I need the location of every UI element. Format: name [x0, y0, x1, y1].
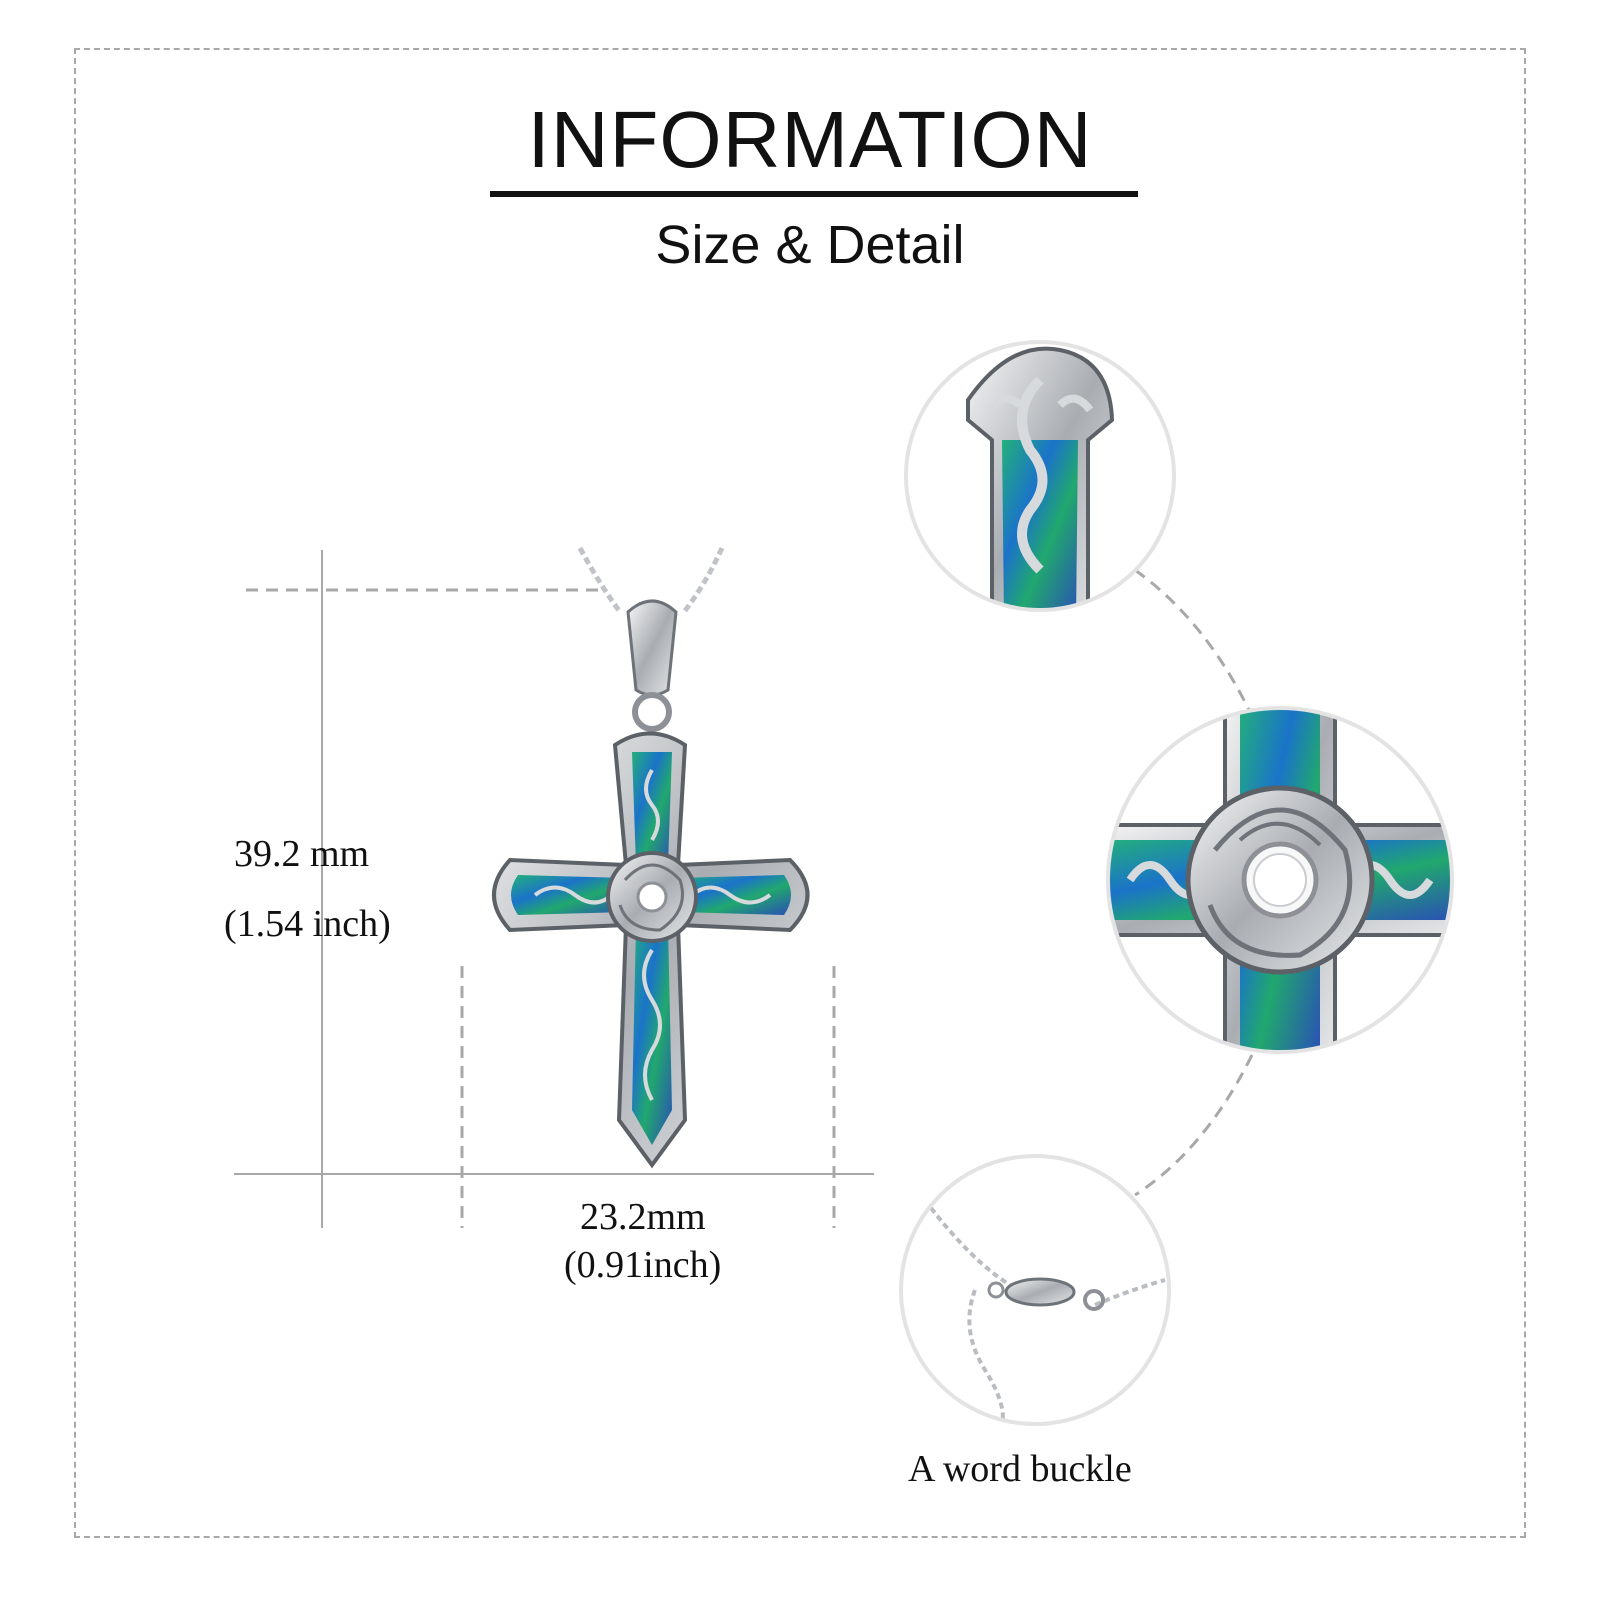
- dashed-frame: [74, 48, 1526, 1538]
- height-inch-label: (1.54 inch): [224, 903, 391, 945]
- width-inch-label: (0.91inch): [564, 1244, 722, 1286]
- circle-border-mid: [1106, 706, 1454, 1054]
- cz-stone: [636, 881, 668, 913]
- detail-circle-top-arm: [904, 340, 1176, 612]
- page-subtitle: Size & Detail: [655, 215, 965, 275]
- jump-ring: [632, 692, 672, 732]
- inlay-bottom: [632, 925, 672, 1145]
- pendant-bail: [626, 599, 678, 697]
- measurement-guides: [234, 550, 874, 1228]
- detail-circle-clasp: [899, 1154, 1171, 1426]
- height-mm-label: 39.2 mm: [234, 833, 370, 875]
- chain-right: [682, 546, 725, 614]
- inlay-right: [678, 875, 791, 915]
- detail-circle-rose-center: [1106, 706, 1454, 1054]
- title-underline: [490, 191, 1138, 197]
- circle-border-bottom: [899, 1154, 1171, 1426]
- inlay-left: [511, 875, 626, 915]
- chain-left: [577, 546, 623, 614]
- page-title: INFORMATION: [527, 95, 1093, 184]
- clasp-caption: A word buckle: [908, 1448, 1132, 1490]
- circle-border-top: [904, 340, 1176, 612]
- width-mm-label: 23.2mm: [580, 1196, 706, 1238]
- connector-bottom: [1134, 1054, 1254, 1197]
- connector-top: [1134, 568, 1252, 713]
- inlay-top: [632, 752, 672, 865]
- cross-pendant: [492, 546, 810, 1169]
